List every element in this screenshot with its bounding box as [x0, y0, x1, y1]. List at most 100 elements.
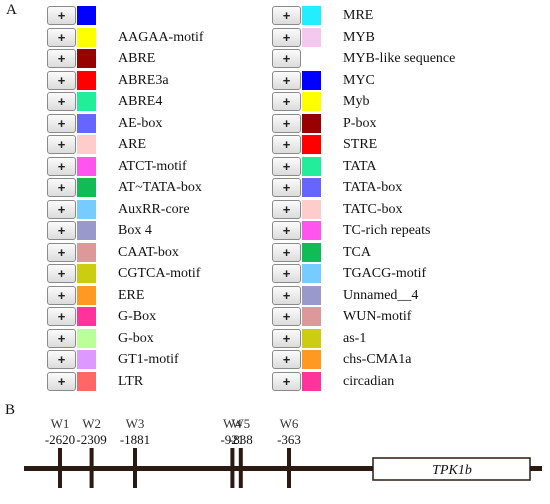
legend-label: circadian [343, 373, 395, 389]
color-swatch [302, 92, 321, 111]
expand-button[interactable]: + [272, 178, 301, 197]
expand-button[interactable]: + [47, 371, 76, 391]
expand-button[interactable]: + [272, 328, 301, 348]
site-marker-3 [133, 448, 137, 488]
expand-button[interactable]: + [47, 264, 76, 283]
site-position-label: -921 [220, 432, 244, 447]
color-swatch [302, 70, 321, 90]
expand-button[interactable]: + [272, 285, 301, 305]
legend-label: ABRE3a [118, 72, 169, 88]
legend-label: G-box [118, 330, 154, 346]
color-swatch [77, 242, 96, 262]
legend-label: MYC [343, 72, 375, 88]
expand-button[interactable]: + [47, 221, 76, 240]
color-swatch [77, 307, 96, 326]
site-name-label: W6 [280, 416, 299, 431]
site-position-label: -1881 [120, 432, 150, 447]
expand-button[interactable]: + [47, 242, 76, 262]
legend-label: AE-box [118, 115, 163, 131]
expand-button[interactable]: + [47, 92, 76, 111]
legend-label: TGACG-motif [343, 266, 427, 281]
site-position-label: -2620 [45, 432, 75, 447]
expand-button[interactable]: + [47, 328, 76, 348]
expand-button[interactable]: + [47, 199, 76, 219]
expand-button[interactable]: + [47, 285, 76, 305]
color-swatch [77, 6, 96, 25]
site-position-label: -363 [277, 432, 301, 447]
expand-button[interactable]: + [272, 70, 301, 90]
color-swatch [302, 328, 321, 348]
expand-button[interactable]: + [47, 27, 76, 47]
expand-button[interactable]: + [47, 307, 76, 326]
expand-button[interactable]: + [47, 113, 76, 133]
legend-label: G-Box [118, 309, 157, 324]
expand-button[interactable]: + [272, 307, 301, 326]
color-swatch [77, 49, 96, 68]
expand-button[interactable]: + [272, 27, 301, 47]
legend-label: WUN-motif [343, 309, 412, 324]
legend-label: MRE [343, 8, 374, 23]
legend-label: ABRE [118, 51, 156, 66]
site-marker-6 [287, 448, 291, 488]
site-name-label: W1 [51, 416, 70, 431]
color-swatch [302, 49, 321, 68]
color-swatch [77, 221, 96, 240]
site-name-label: W2 [82, 416, 101, 431]
expand-button[interactable]: + [272, 6, 301, 25]
color-swatch [302, 371, 321, 391]
expand-button[interactable]: + [47, 6, 76, 25]
expand-button[interactable]: + [47, 178, 76, 197]
gene-label: TPK1b [432, 463, 472, 478]
legend-label: MYB-like sequence [343, 51, 456, 66]
expand-button[interactable]: + [272, 135, 301, 154]
color-swatch [302, 221, 321, 240]
color-swatch [77, 199, 96, 219]
legend-label: AT~TATA-box [118, 180, 202, 195]
expand-button[interactable]: + [272, 371, 301, 391]
legend-label: LTR [118, 373, 144, 389]
color-swatch [302, 264, 321, 283]
site-marker-4 [230, 448, 235, 488]
expand-button[interactable]: + [47, 70, 76, 90]
expand-button[interactable]: + [272, 92, 301, 111]
legend-label: Myb [343, 94, 370, 109]
expand-button[interactable]: + [272, 242, 301, 262]
expand-button[interactable]: + [272, 49, 301, 68]
legend-label: TC-rich repeats [343, 223, 431, 238]
color-swatch [77, 27, 96, 47]
color-swatch [77, 285, 96, 305]
legend-label: ERE [118, 287, 145, 303]
expand-button[interactable]: + [272, 199, 301, 219]
legend-label: ATCT-motif [118, 158, 187, 174]
color-swatch [77, 328, 96, 348]
site-name-label: W5 [231, 416, 250, 431]
site-name-label: W3 [126, 416, 145, 431]
expand-button[interactable]: + [272, 221, 301, 240]
legend-label: TATA-box [343, 180, 403, 195]
site-position-label: -2309 [76, 432, 106, 447]
legend-label: STRE [343, 137, 378, 152]
expand-button[interactable]: + [47, 135, 76, 154]
legend-label: AuxRR-core [118, 201, 190, 217]
site-marker-2 [89, 448, 94, 488]
legend-label: Box 4 [118, 223, 152, 238]
legend-label: as-1 [343, 330, 367, 346]
color-swatch [77, 371, 96, 391]
color-swatch [302, 27, 321, 47]
expand-button[interactable]: + [272, 113, 301, 133]
expand-button[interactable]: + [47, 156, 76, 176]
expand-button[interactable]: + [47, 350, 76, 369]
site-position-label: -838 [229, 432, 253, 447]
expand-button[interactable]: + [272, 350, 301, 369]
promoter-line [24, 466, 542, 471]
site-name-label: W4 [223, 416, 242, 431]
color-swatch [77, 92, 96, 111]
legend-label: ARE [118, 137, 146, 152]
legend-label: AAGAA-motif [118, 29, 204, 45]
panel-b-label: B [5, 402, 16, 418]
expand-button[interactable]: + [272, 156, 301, 176]
expand-button[interactable]: + [47, 49, 76, 68]
color-swatch [77, 70, 96, 90]
expand-button[interactable]: + [272, 264, 301, 283]
legend-label: P-box [343, 115, 377, 131]
